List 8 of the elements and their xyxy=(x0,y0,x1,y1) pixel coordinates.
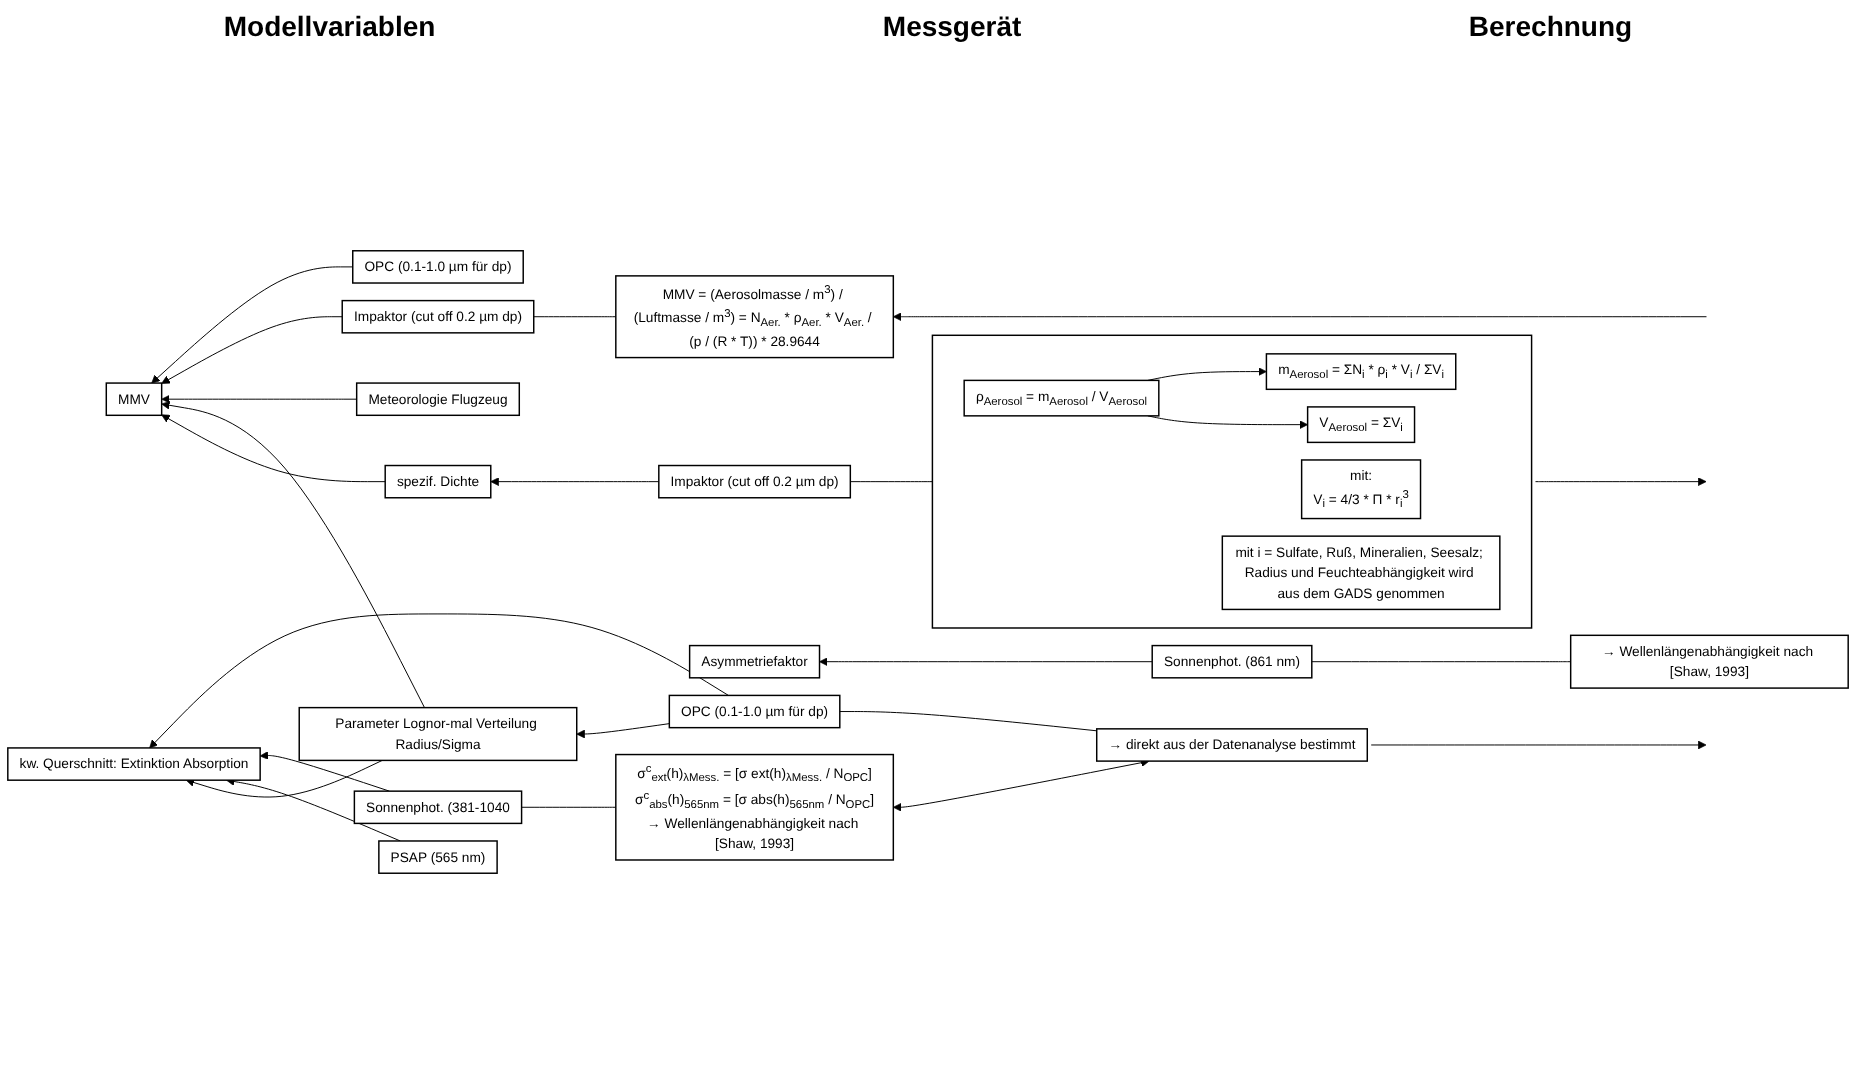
connector-line xyxy=(521,806,617,808)
column-heading: Messgerät xyxy=(882,10,1022,42)
connector-line xyxy=(533,316,617,318)
column-heading: Berechnung xyxy=(1468,10,1633,42)
column-heading: Modellvariablen xyxy=(223,10,436,42)
connector-line xyxy=(1311,661,1572,663)
connector-line xyxy=(839,711,1098,732)
connector-line xyxy=(849,481,933,483)
